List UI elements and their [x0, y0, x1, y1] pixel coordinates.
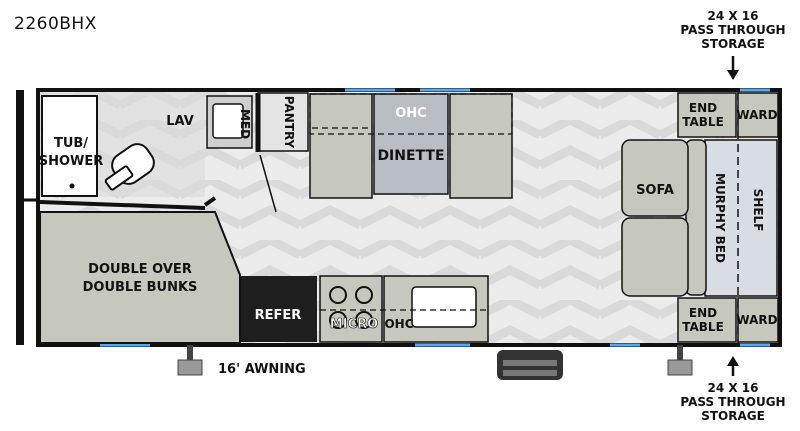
toilet-icon	[104, 143, 155, 191]
end-table-bottom-label-2: TABLE	[682, 320, 724, 334]
stove	[319, 275, 383, 343]
bunks	[39, 211, 241, 344]
stove-burners-icon	[329, 286, 373, 329]
pantry-label: PANTRY	[282, 96, 296, 149]
dinette-bench-right	[449, 93, 513, 199]
sofa-back	[685, 139, 707, 296]
end-table-bottom	[677, 297, 737, 343]
model-name: 2260BHX	[14, 14, 97, 34]
top-storage-line-2: PASS THROUGH	[680, 23, 785, 37]
dinette-bench-left	[309, 93, 373, 199]
shelf-label: SHELF	[751, 189, 765, 232]
awning-label: 16' AWNING	[218, 362, 306, 377]
bunks-label-2: DOUBLE BUNKS	[83, 280, 198, 295]
top-storage-line-1: 24 X 16	[707, 9, 758, 23]
ohc-bottom-label: OHC	[384, 317, 413, 331]
end-table-top-label-2: TABLE	[682, 115, 724, 129]
dinette-table	[373, 93, 449, 195]
sofa-cushion-2	[621, 217, 689, 297]
bunks-label-1: DOUBLE OVER	[88, 262, 192, 277]
top-storage-line-3: STORAGE	[701, 37, 765, 51]
end-table-bottom-label-1: END	[689, 306, 717, 320]
bottom-storage-line-2: PASS THROUGH	[680, 395, 785, 409]
windows	[100, 88, 770, 347]
murphy-bed-label: MURPHY BED	[713, 173, 727, 263]
refrigerator	[241, 276, 317, 342]
end-table-top	[677, 92, 737, 138]
storage-arrow-bottom	[727, 356, 739, 376]
stabilizer-jack-front	[177, 345, 203, 376]
tub-shower-label-2: SHOWER	[39, 154, 104, 169]
storage-arrow-top	[727, 56, 739, 80]
sofa-label: SOFA	[636, 183, 674, 198]
bottom-storage-line-3: STORAGE	[701, 409, 765, 423]
tub-shower-label-1: TUB/	[54, 136, 88, 151]
kitchen-sink	[411, 286, 477, 328]
ohc-top-label: OHC	[395, 106, 426, 121]
wardrobe-bottom	[737, 297, 779, 343]
front-bumper	[16, 90, 24, 345]
ward-top-label: WARD	[736, 108, 777, 122]
murphy-bed	[704, 139, 778, 297]
wardrobe-top	[737, 92, 779, 138]
bath-door	[259, 154, 277, 213]
stabilizer-jack-rear	[667, 345, 693, 376]
tub-shower	[41, 95, 98, 197]
end-table-top-label-1: END	[689, 101, 717, 115]
wheels	[497, 350, 563, 380]
pantry	[257, 92, 309, 152]
sofa-cushion-1	[621, 139, 689, 217]
dinette-label: DINETTE	[377, 148, 444, 164]
med-label: MED	[238, 109, 252, 139]
refer-label: REFER	[255, 308, 302, 323]
lav-label: LAV	[166, 114, 194, 129]
micro-label: MICRO	[330, 317, 378, 332]
bottom-storage-line-1: 24 X 16	[707, 381, 758, 395]
ward-bottom-label: WARD	[736, 313, 777, 327]
